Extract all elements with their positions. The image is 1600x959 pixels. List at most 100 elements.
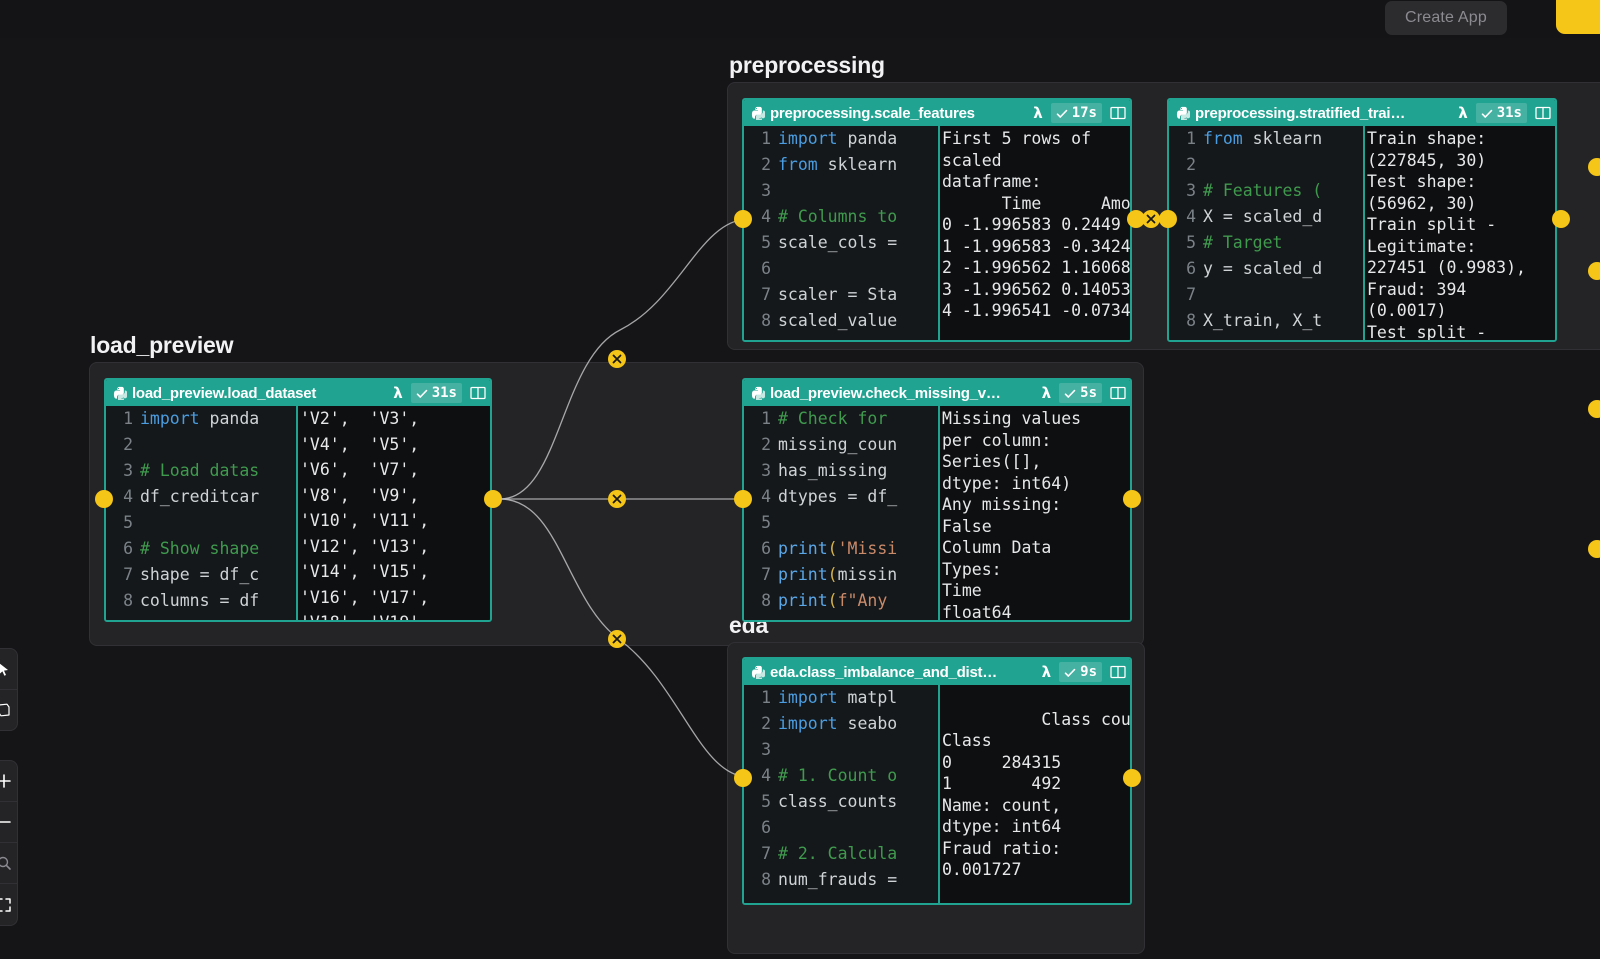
node-input-port[interactable] [95,490,113,508]
line-number: 2 [761,435,771,454]
status-badge: 5s [1059,383,1102,403]
line-number: 5 [761,792,771,811]
node-input-port[interactable] [1159,210,1177,228]
output-pane[interactable]: 'V2', 'V3', 'V4', 'V5', 'V6', 'V7', 'V8'… [298,406,490,620]
code-line: 2 [106,435,296,461]
zoom-in-button[interactable] [0,761,17,802]
code-token: # Load datas [140,461,260,480]
output-pane[interactable]: Class counts: Class 0 284315 1 492 Name:… [940,685,1130,903]
canvas-zoom-rail[interactable] [0,760,18,926]
code-token: class_counts [778,792,898,811]
line-number: 1 [761,688,771,707]
node-output-port[interactable] [1123,490,1141,508]
code-line: 5 [744,513,938,539]
node-load-preview-check-missing-values[interactable]: load_preview.check_missing_v… λ 5s 1# Ch… [742,378,1132,622]
zoom-out-button[interactable] [0,802,17,843]
lambda-icon[interactable]: λ [1041,663,1052,681]
node-input-port[interactable] [734,210,752,228]
node-title: load_preview.check_missing_v… [770,384,1001,402]
code-token: X = scaled_d [1203,207,1323,226]
zoom-in-icon [0,774,11,788]
canvas-tool-rail-upper[interactable] [0,648,18,731]
line-number: 3 [1186,181,1196,200]
line-number: 4 [761,766,771,785]
corner-accent-button[interactable] [1556,0,1600,34]
lambda-icon[interactable]: λ [1033,104,1043,122]
code-token: scale_cols = [778,233,898,252]
code-line: 4# Columns to [744,207,938,233]
node-header[interactable]: preprocessing.stratified_trai… λ 31s [1169,100,1555,126]
code-token: from [778,155,818,174]
split-pane-icon[interactable] [1110,386,1126,400]
split-pane-icon[interactable] [1110,665,1126,679]
status-badge: 31s [410,383,462,403]
cursor-select-button[interactable] [0,649,17,690]
node-header[interactable]: preprocessing.scale_features λ 17s [744,100,1130,126]
zoom-reset-button[interactable] [0,843,17,884]
code-token: panda [837,129,898,148]
check-icon [1064,387,1076,399]
status-badge: 17s [1050,103,1102,123]
code-token: f"Any [837,591,898,610]
code-token: missin [837,565,898,584]
output-pane[interactable]: Train shape: (227845, 30) Test shape: (5… [1365,126,1555,340]
create-app-button[interactable]: Create App [1384,1,1507,35]
code-token: 'Missi [837,539,898,558]
node-output-port[interactable] [1552,210,1570,228]
split-pane-icon[interactable] [1535,106,1551,120]
edge-delete-button[interactable] [608,350,626,368]
node-header[interactable]: eda.class_imbalance_and_dist… λ 9s [744,659,1130,685]
code-line: 6# Show shape [106,539,296,565]
edge-delete-button[interactable] [1142,210,1160,228]
lambda-icon[interactable]: λ [1041,384,1052,402]
line-number: 5 [761,233,771,252]
node-input-port[interactable] [734,769,752,787]
check-icon [1481,107,1493,119]
dangling-port-b[interactable] [1588,540,1600,558]
python-icon [751,106,766,122]
code-line: 3 [744,181,938,207]
code-token: import [140,409,200,428]
node-header[interactable]: load_preview.check_missing_v… λ 5s [744,380,1130,406]
node-input-port[interactable] [734,490,752,508]
node-output-port[interactable] [1123,769,1141,787]
edge-delete-button[interactable] [608,630,626,648]
code-token: # Show shape [140,539,260,558]
node-header[interactable]: load_preview.load_dataset λ 31s [106,380,490,406]
line-number: 8 [1186,311,1196,330]
dangling-port-a[interactable] [1588,400,1600,418]
output-pane[interactable]: Missing values per column: Series([], dt… [940,406,1130,620]
hand-pan-button[interactable] [0,690,17,731]
python-icon [751,386,766,402]
edge-delete-button[interactable] [608,490,626,508]
split-pane-icon[interactable] [1110,106,1126,120]
code-line: 7# 2. Calcula [744,844,938,870]
lambda-icon[interactable]: λ [1458,104,1468,122]
fit-view-button[interactable] [0,884,17,925]
lambda-icon[interactable]: λ [393,384,403,402]
split-pane-icon[interactable] [470,386,486,400]
group-title-preprocessing: preprocessing [729,52,885,78]
node-output-port[interactable] [484,490,502,508]
node-output-port-secondary[interactable] [1588,158,1600,176]
node-output-port-tertiary[interactable] [1588,262,1600,280]
output-pane[interactable]: First 5 rows of scaled dataframe: Time A… [940,126,1130,340]
